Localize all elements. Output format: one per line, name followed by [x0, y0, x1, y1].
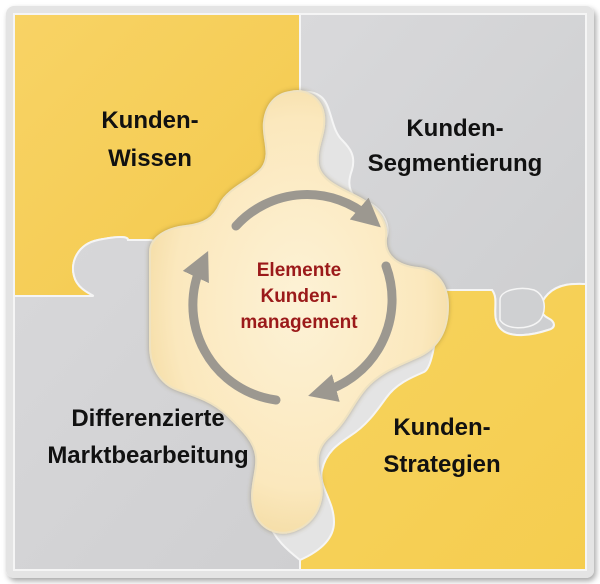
- label-bottom-left-line1: Differenzierte: [71, 405, 224, 432]
- right-notch: [499, 287, 545, 329]
- label-top-right-line1: Kunden-: [406, 115, 503, 142]
- cycle-arrows: [182, 190, 397, 405]
- label-bottom-right-line2: Strategien: [383, 451, 500, 478]
- center-label-line3: management: [240, 312, 358, 333]
- label-bottom-left-line2: Marktbearbeitung: [47, 442, 248, 469]
- label-top-left-line2: Wissen: [108, 145, 192, 172]
- label-top-right-line2: Segmentierung: [368, 150, 543, 177]
- label-bottom-right-line1: Kunden-: [393, 414, 490, 441]
- center-piece: [149, 90, 450, 534]
- center-label-line2: Kunden-: [260, 286, 337, 307]
- cycle-arrow-left: [182, 250, 281, 405]
- label-top-left-line1: Kunden-: [101, 107, 198, 134]
- center-label-line1: Elemente: [257, 260, 341, 281]
- cycle-arrow-right: [308, 261, 397, 402]
- cycle-arrow-top: [231, 190, 381, 231]
